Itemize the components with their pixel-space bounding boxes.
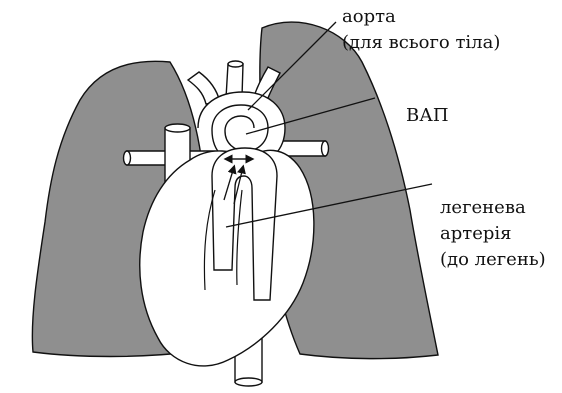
label-vap: ВАП xyxy=(406,103,449,129)
label-aorta: аорта (для всього тіла) xyxy=(342,4,500,56)
label-pulmonary-artery: легенева артерія (до легень) xyxy=(440,195,546,273)
